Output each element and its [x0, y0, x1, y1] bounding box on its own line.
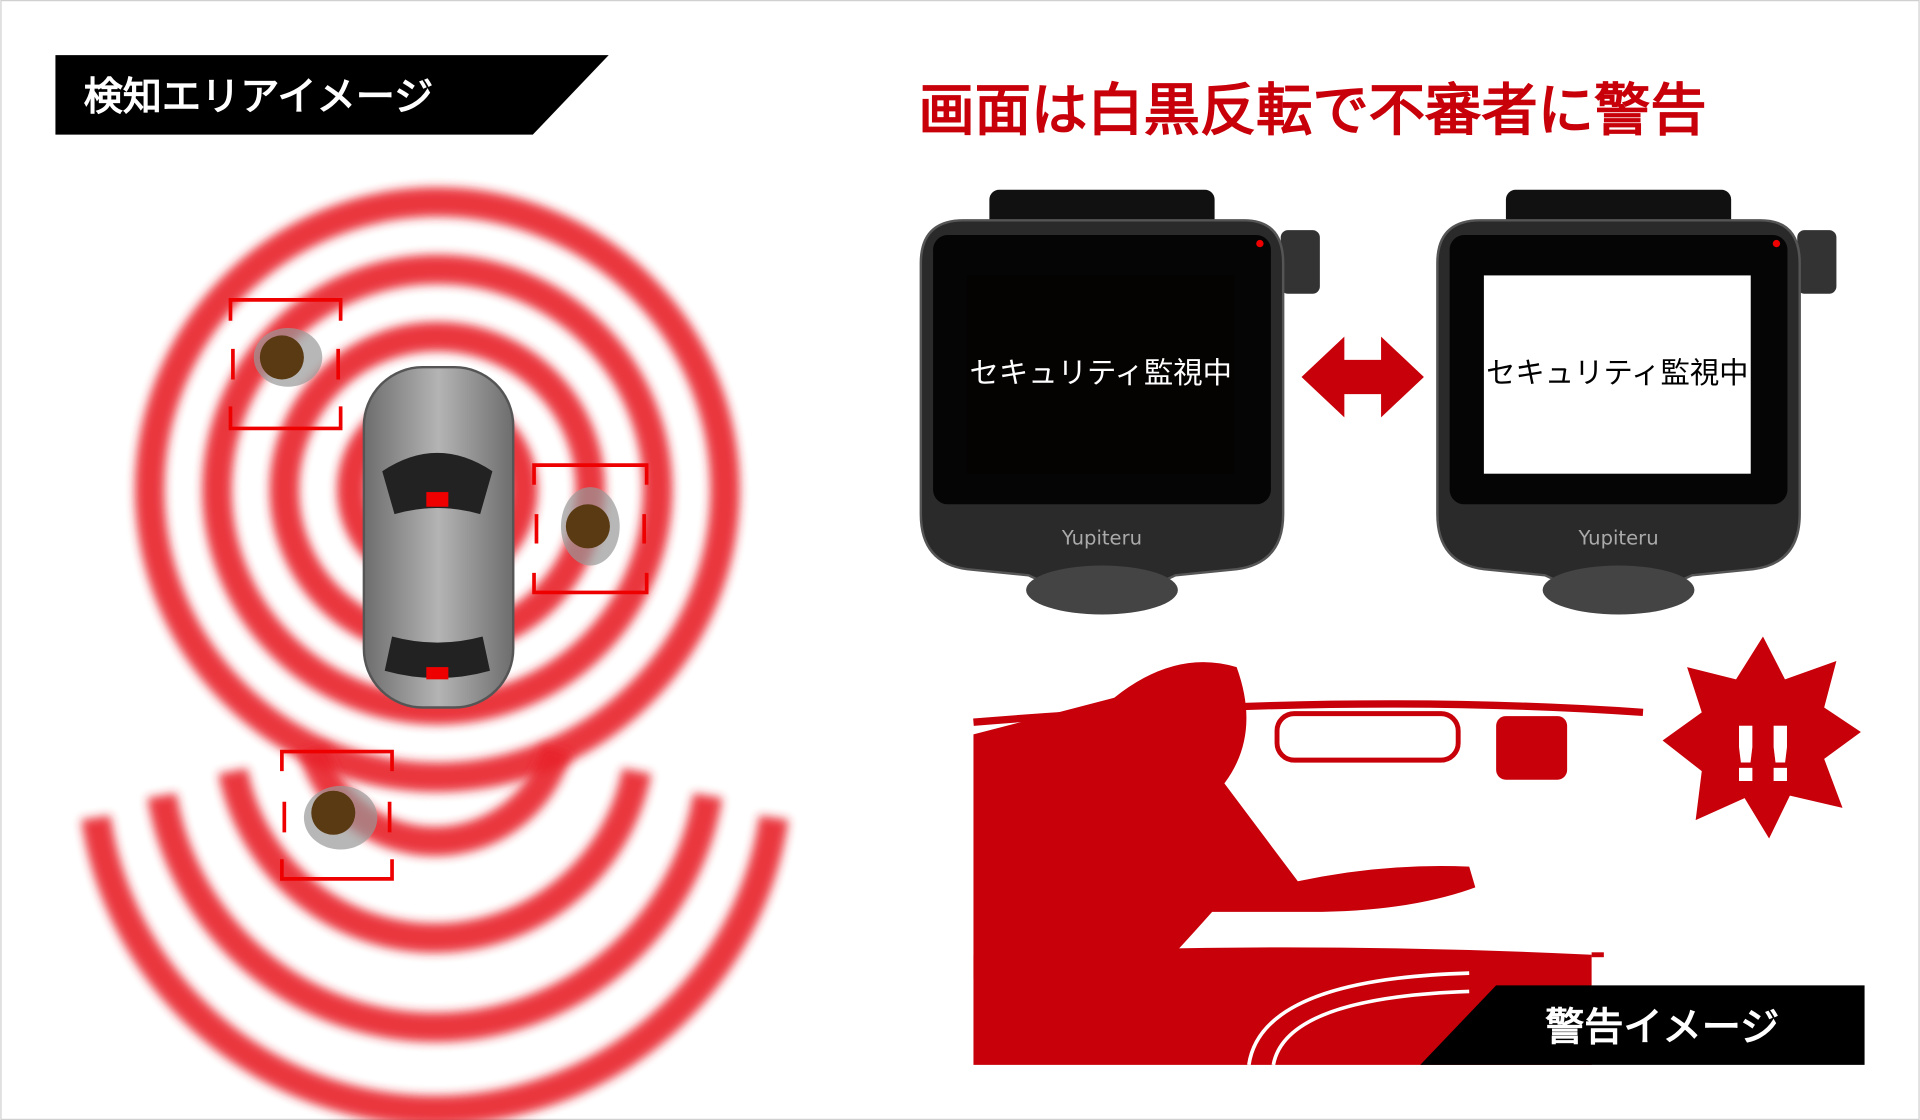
detected-person	[280, 749, 394, 881]
ring	[202, 254, 673, 725]
arc	[81, 815, 789, 1120]
detected-person	[532, 463, 649, 595]
screen-text: セキュリティ監視中	[970, 356, 1232, 390]
brand-logo: Yupiteru	[1061, 527, 1142, 550]
headline: 画面は白黒反転で不審者に警告	[918, 79, 1706, 144]
warning-scene	[973, 662, 1644, 1066]
dashcam-inverted: セキュリティ監視中 Yupiteru	[1436, 189, 1837, 615]
arc	[218, 768, 652, 953]
alert-burst-icon: !!	[1662, 636, 1861, 839]
arc	[147, 793, 723, 1042]
ring	[134, 187, 740, 792]
detection-area-label-text: 検知エリアイメージ	[84, 75, 434, 120]
intruder-silhouette	[973, 662, 1476, 1010]
warning-image-label-text: 警告イメージ	[1545, 1005, 1779, 1050]
detected-person	[228, 298, 343, 431]
rear-detection-arcs	[81, 744, 789, 1120]
screen-text: セキュリティ監視中	[1486, 356, 1748, 390]
double-arrow-icon	[1301, 336, 1424, 418]
warning-image-label: 警告イメージ	[1420, 985, 1865, 1065]
brand-logo: Yupiteru	[1577, 527, 1658, 550]
detection-area-label: 検知エリアイメージ	[55, 55, 609, 135]
dashcam-normal: セキュリティ監視中 Yupiteru	[919, 189, 1320, 615]
car-top-view	[362, 365, 515, 709]
alert-mark: !!	[1728, 711, 1797, 799]
